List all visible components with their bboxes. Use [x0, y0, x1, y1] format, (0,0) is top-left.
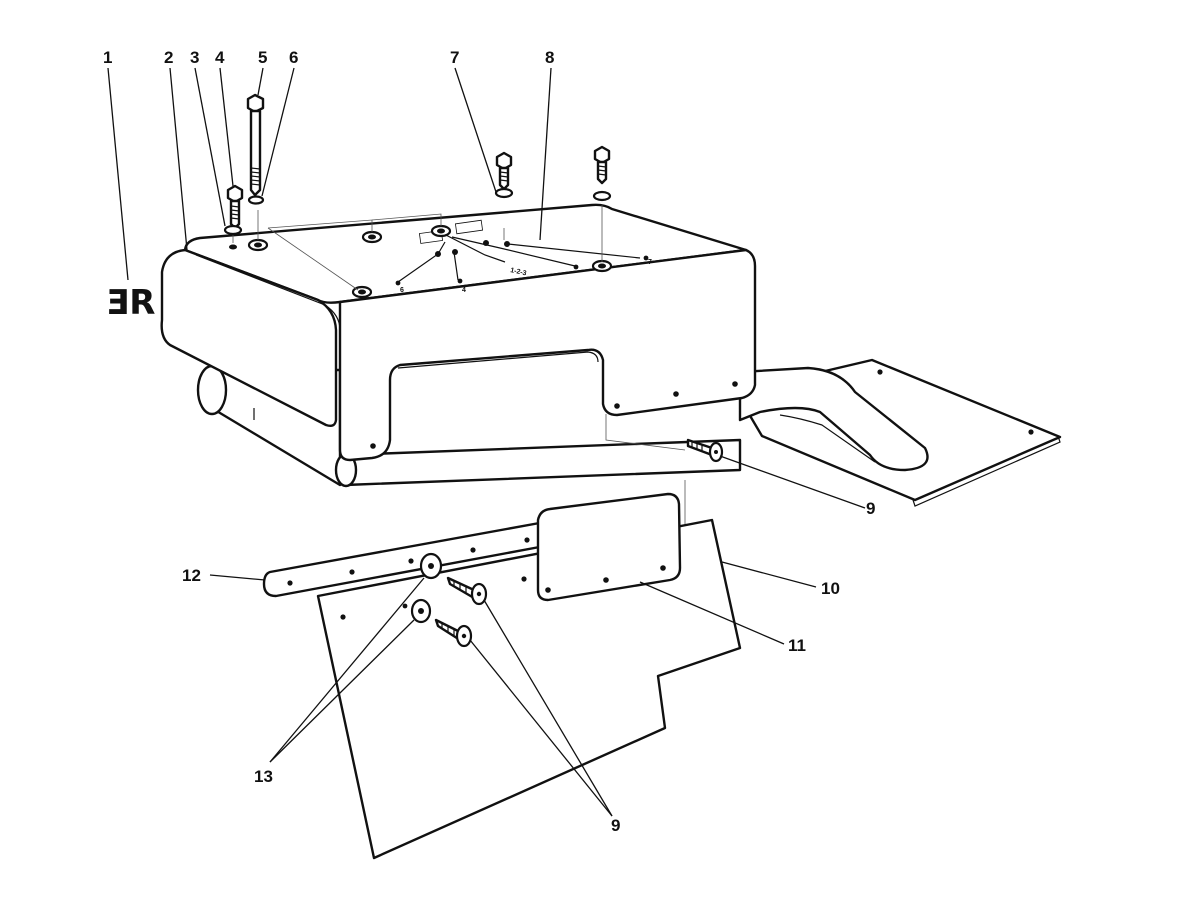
callout-11: 11	[788, 636, 806, 655]
screw-upper	[446, 576, 488, 606]
callout-7: 7	[450, 48, 459, 67]
callout-8: 8	[545, 48, 554, 67]
callout-labels: 1 2 3 4 5 6 7 8 9 10 11 12 13 9	[103, 48, 875, 835]
screw-housing	[686, 438, 724, 463]
decal-text-six: 6	[400, 287, 404, 294]
washer-right	[592, 190, 612, 202]
bolt-long	[246, 93, 265, 197]
callout-10: 10	[821, 579, 840, 598]
bolt-short-left	[226, 184, 244, 230]
callout-2: 2	[164, 48, 173, 67]
bolt-right	[593, 145, 611, 185]
callout-3: 3	[190, 48, 199, 67]
brand-logo: ƎR	[106, 283, 155, 323]
washer-lower	[410, 598, 432, 624]
callout-9-upper: 9	[866, 499, 875, 518]
callout-9-lower: 9	[611, 816, 620, 835]
callout-6: 6	[289, 48, 298, 67]
callout-13: 13	[254, 767, 273, 786]
callout-5: 5	[258, 48, 267, 67]
top-mounting-holes	[229, 224, 613, 299]
callout-12: 12	[182, 566, 201, 585]
decal-text-speeds: 1-2-3	[510, 267, 528, 277]
control-decal: 1-2-3 7 6 4	[395, 219, 652, 294]
cover-plate	[536, 492, 682, 602]
washer-long-bolt	[247, 195, 265, 205]
callout-1: 1	[103, 48, 112, 67]
discharge-chute	[738, 366, 929, 472]
decal-text-four: 4	[462, 287, 466, 294]
screw-lower	[434, 618, 473, 648]
bolt-middle	[495, 151, 513, 191]
housing-cover	[160, 203, 757, 462]
washer-middle	[494, 187, 514, 199]
washer-left	[223, 224, 243, 236]
decal-text-seven: 7	[648, 259, 652, 266]
leader-lines	[107, 67, 866, 817]
callout-4: 4	[215, 48, 225, 67]
washer-upper	[419, 552, 443, 580]
